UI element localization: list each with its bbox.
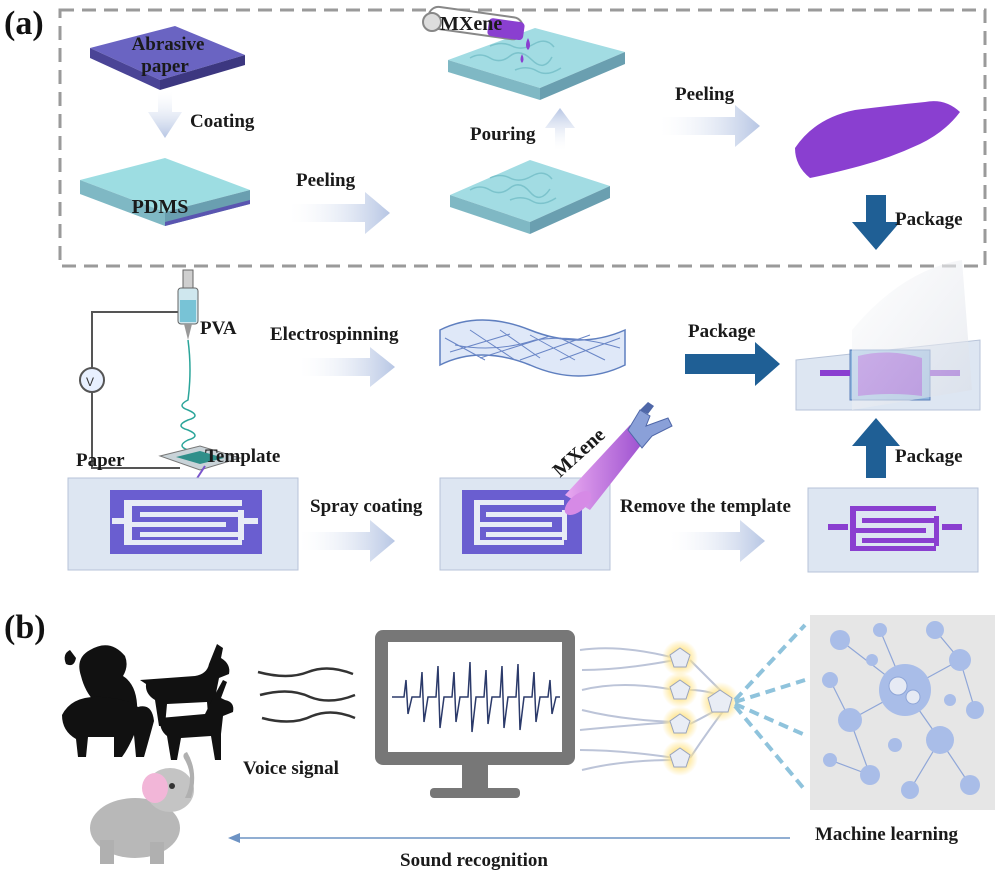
spray-coating-arrow <box>300 520 395 562</box>
pva-label: PVA <box>200 318 237 339</box>
pdms-slab <box>80 158 250 226</box>
package-label-3: Package <box>895 446 963 467</box>
peeling-label-1: Peeling <box>296 170 356 191</box>
cartoon-elephant <box>90 752 195 864</box>
spray-gun <box>564 402 673 515</box>
mxene-film <box>795 101 960 178</box>
pdms-label: PDMS <box>132 196 189 218</box>
package-label-1: Package <box>895 209 963 230</box>
voice-signal-label: Voice signal <box>243 758 339 779</box>
dashed-process-box <box>58 8 987 268</box>
machine-learning-label: Machine learning <box>815 824 959 845</box>
sprayed-template-device <box>439 477 611 571</box>
projection-beams <box>733 623 807 792</box>
template-label: Template <box>205 446 280 467</box>
panel-label-a: (a) <box>4 5 44 42</box>
coating-arrow <box>148 92 182 138</box>
sound-recognition-label: Sound recognition <box>400 850 548 871</box>
paper-with-template <box>67 477 299 571</box>
textured-pdms-slab-lower <box>450 160 610 234</box>
abrasive-paper-slab <box>90 26 245 90</box>
animal-silhouettes <box>62 644 234 760</box>
coating-label: Coating <box>190 111 255 132</box>
mxene-tube-label: MXene <box>440 13 502 35</box>
peeling-label-2: Peeling <box>675 84 735 105</box>
voice-signal-waves <box>257 667 356 723</box>
electrospinning-arrow <box>300 347 395 387</box>
abrasive-label-line2: paper <box>141 56 189 77</box>
package-arrow-down <box>852 195 900 250</box>
neural-nodes <box>662 640 740 776</box>
remove-template-arrow <box>670 520 765 562</box>
machine-learning-panel <box>810 615 995 810</box>
textured-pdms-slab-upper <box>448 28 625 100</box>
monitor-with-waveform <box>375 630 575 798</box>
packaged-sensor-device <box>795 260 981 411</box>
electrospinning-setup <box>79 269 242 471</box>
mxene-interdigital-electrode <box>807 487 979 573</box>
mxene-test-tube <box>422 5 530 63</box>
pouring-label: Pouring <box>470 124 536 145</box>
peeling-arrow-2 <box>660 105 760 147</box>
abrasive-label-line1: Abrasive <box>132 34 205 55</box>
peeling-arrow-1 <box>290 192 390 234</box>
spray-coating-label: Spray coating <box>310 496 423 517</box>
sound-recognition-arrowhead <box>228 833 240 843</box>
voltmeter-label: V <box>86 375 94 389</box>
panel-label-b: (b) <box>4 609 46 646</box>
paper-label: Paper <box>76 450 125 471</box>
package-arrow-right <box>685 342 780 386</box>
package-label-2: Package <box>688 321 756 342</box>
pouring-arrow <box>545 108 575 150</box>
electrospinning-label: Electrospinning <box>270 324 399 345</box>
remove-template-label: Remove the template <box>620 496 791 517</box>
pva-nanofiber-mat <box>439 319 626 377</box>
package-arrow-up <box>852 418 900 478</box>
